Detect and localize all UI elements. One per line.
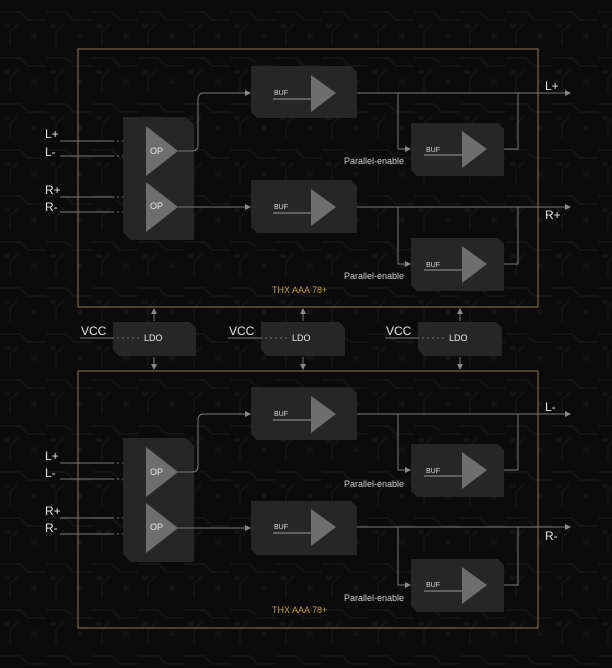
bottom-buffer-parallel-left (411, 444, 504, 497)
top-buffer-parallel-right (411, 238, 504, 291)
bottom-output-label-l-minus: L- (545, 400, 556, 414)
bottom-module-title: THX AAA 78+ (272, 605, 328, 615)
bottom-buffer-main-right-icon (311, 509, 336, 546)
top-output-label-r-plus: R+ (545, 208, 561, 222)
ldo-block-2 (261, 322, 345, 356)
bottom-buffer-parallel-right-icon (462, 567, 487, 604)
top-signal-wires (178, 90, 571, 267)
top-buffer-parallel-right-icon (462, 246, 487, 283)
power-row (80, 308, 502, 370)
ldo-block-3 (418, 322, 502, 356)
ldo-label-2: LDO (292, 333, 311, 343)
vcc-label-3: VCC (386, 324, 412, 338)
top-buf-label-1: BUF (274, 90, 288, 97)
top-buffer-main-left (251, 66, 357, 118)
top-parallel-enable-label-2: Parallel-enable (344, 271, 405, 281)
bottom-buffer-main-left (251, 387, 357, 440)
top-input-label-l-plus: L+ (45, 127, 59, 141)
top-op-label-right: OP (150, 201, 164, 211)
bottom-input-label-l-plus: L+ (45, 449, 59, 463)
bottom-buf-label-3: BUF (426, 468, 440, 475)
top-buffer-parallel-left-icon (462, 131, 487, 168)
bottom-buf-label-2: BUF (274, 524, 288, 531)
bottom-buffer-parallel-left-icon (462, 452, 487, 489)
vcc-label-2: VCC (229, 324, 255, 338)
top-module-title: THX AAA 78+ (272, 285, 328, 295)
bottom-parallel-enable-label-2: Parallel-enable (344, 593, 405, 603)
bottom-module (60, 370, 571, 629)
bottom-op-amp-left-icon (146, 447, 178, 497)
power-wires (80, 308, 463, 370)
top-output-label-l-plus: L+ (545, 79, 559, 93)
ldo-label-1: LDO (144, 333, 163, 343)
bottom-input-label-r-plus: R+ (45, 504, 61, 518)
bottom-input-label-l-minus: L- (45, 466, 56, 480)
top-buf-label-3: BUF (426, 147, 440, 154)
top-op-label-left: OP (150, 146, 164, 156)
bottom-buffer-parallel-right (411, 559, 504, 612)
top-buffer-main-left-icon (311, 75, 336, 112)
bottom-buffer-input-lines (273, 419, 462, 592)
top-module-frame (77, 48, 539, 308)
top-buf-label-2: BUF (274, 204, 288, 211)
bottom-signal-wires (178, 411, 571, 588)
top-op-amp-left-icon (146, 126, 178, 176)
top-op-amp-right-icon (146, 182, 178, 232)
vcc-label-1: VCC (81, 324, 107, 338)
ldo-block-1 (113, 322, 196, 356)
top-input-label-r-plus: R+ (45, 183, 61, 197)
top-input-label-r-minus: R- (45, 200, 58, 214)
top-parallel-enable-label-1: Parallel-enable (344, 156, 405, 166)
bottom-buf-label-1: BUF (274, 411, 288, 418)
bottom-parallel-enable-label-1: Parallel-enable (344, 479, 405, 489)
top-buffer-main-right (251, 180, 357, 233)
top-buffer-parallel-left (411, 123, 504, 176)
top-buf-label-4: BUF (426, 262, 440, 269)
top-buffer-main-right-icon (311, 189, 336, 226)
bottom-op-label-left: OP (150, 467, 164, 477)
top-input-label-l-minus: L- (45, 145, 56, 159)
bottom-buf-label-4: BUF (426, 582, 440, 589)
bottom-op-amp-right-icon (146, 503, 178, 553)
top-op-block (123, 117, 194, 240)
bottom-buffer-main-right (251, 501, 357, 555)
bottom-buffer-main-left-icon (311, 396, 336, 433)
bottom-module-frame (77, 370, 539, 629)
bottom-input-label-r-minus: R- (45, 521, 58, 535)
bottom-op-label-right: OP (150, 522, 164, 532)
top-module (60, 48, 571, 308)
ldo-label-3: LDO (449, 333, 468, 343)
top-buffer-input-lines (273, 98, 462, 271)
bottom-op-block (123, 438, 194, 562)
top-input-wires (60, 140, 146, 213)
bottom-output-label-r-minus: R- (545, 529, 558, 543)
